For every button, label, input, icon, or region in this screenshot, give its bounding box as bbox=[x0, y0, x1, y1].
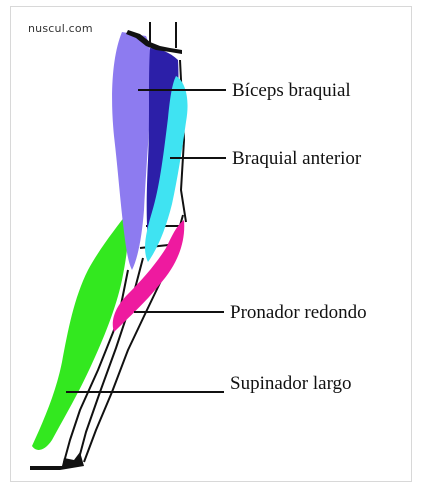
label-biceps-braquial: Bíceps braquial bbox=[232, 80, 351, 102]
wrist-base bbox=[30, 452, 84, 470]
site-watermark: nuscul.com bbox=[28, 22, 93, 35]
label-braquial-anterior: Braquial anterior bbox=[232, 148, 361, 170]
label-supinador-largo: Supinador largo bbox=[230, 373, 352, 395]
label-pronador-redondo: Pronador redondo bbox=[230, 302, 367, 324]
